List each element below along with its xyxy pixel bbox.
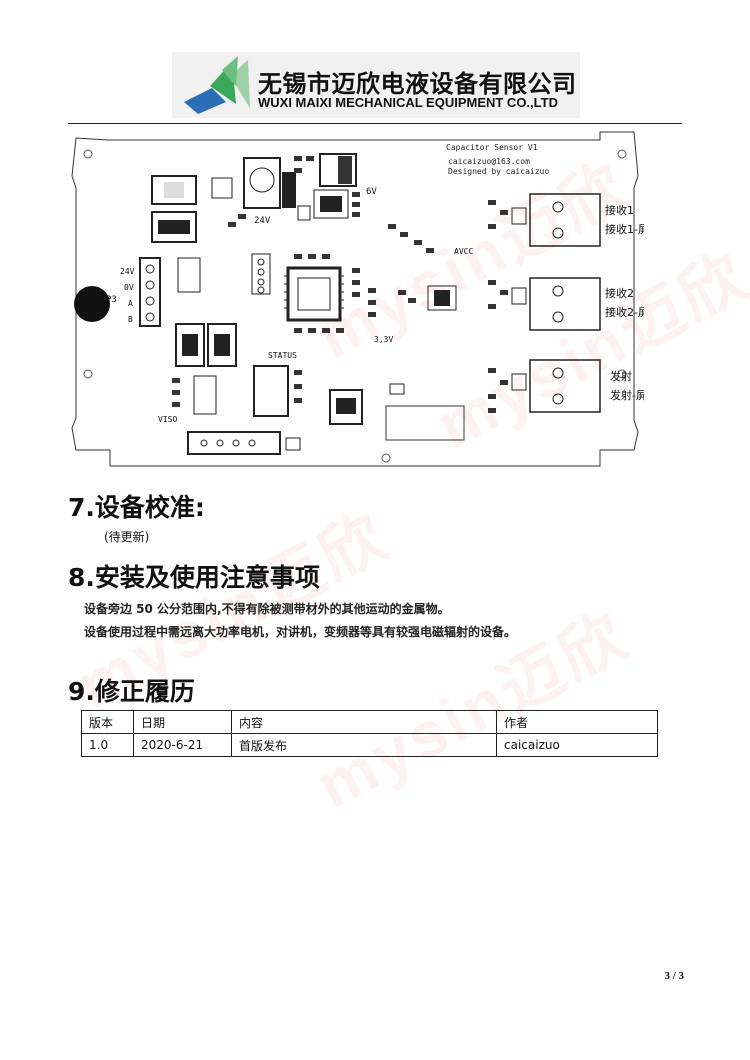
pcb-designer: Designed by caicaizuo — [448, 167, 549, 176]
terminal-label: B — [128, 315, 133, 324]
section-9-heading: 9.修正履历 — [68, 677, 195, 706]
pcb-title: Capacitor Sensor V1 — [446, 143, 538, 152]
header-divider — [68, 123, 682, 124]
table-row: 1.0 2020-6-21 首版发布 caicaizuo — [81, 733, 658, 757]
pcb-label-receive2: 接收2 — [605, 286, 634, 300]
section-7-heading: 7.设备校准: — [68, 493, 205, 522]
terminal-label: 0V — [124, 283, 134, 292]
company-name-cn: 无锡市迈欣电液设备有限公司 — [258, 70, 577, 98]
calibration-note: (待更新) — [104, 530, 150, 544]
company-logo-icon — [184, 56, 250, 114]
pcb-label-24v: 24V — [254, 216, 271, 226]
pcb-label-viso: VISO — [158, 415, 177, 424]
pcb-layout-diagram: P3 24V 6V 24V 0V A B — [71, 131, 644, 467]
pcb-label-avcc: AVCC — [454, 247, 473, 256]
column-header: 日期 — [133, 710, 232, 734]
company-name-en: WUXI MAIXI MECHANICAL EQUIPMENT CO.,LTD — [258, 95, 558, 110]
pcb-label-receive1-shield: 接收1-屏蔽 — [605, 222, 644, 236]
pcb-label-status: STATUS — [268, 351, 297, 360]
installation-line-1: 设备旁边 50 公分范围内,不得有除被测带材外的其他运动的金属物。 — [84, 602, 450, 616]
table-header-row: 版本 日期 内容 作者 — [81, 710, 658, 734]
cell-date: 2020-6-21 — [133, 733, 232, 757]
pcb-label-receive2-shield: 接收2-屏蔽 — [605, 305, 644, 319]
cell-author: caicaizuo — [496, 733, 658, 757]
page-number: 3 / 3 — [664, 970, 684, 982]
pcb-email: caicaizuo@163.com — [448, 157, 530, 166]
section-8-heading: 8.安装及使用注意事项 — [68, 563, 320, 592]
column-header: 内容 — [231, 710, 497, 734]
column-header: 作者 — [496, 710, 658, 734]
pcb-label-transmit: 发射 — [610, 369, 632, 383]
pcb-label-6v: 6V — [366, 187, 377, 197]
cell-version: 1.0 — [81, 733, 134, 757]
terminal-label: 24V — [120, 267, 135, 276]
revision-history-table: 版本 日期 内容 作者 1.0 2020-6-21 首版发布 caicaizuo — [81, 710, 658, 757]
terminal-label: A — [128, 299, 133, 308]
pcb-label-transmit-shield: 发射-屏蔽 — [610, 388, 644, 402]
cell-content: 首版发布 — [231, 733, 497, 757]
pcb-label-3v3: 3,3V — [374, 335, 393, 344]
installation-line-2: 设备使用过程中需远离大功率电机，对讲机，变频器等具有较强电磁辐射的设备。 — [84, 625, 517, 639]
column-header: 版本 — [81, 710, 134, 734]
letterhead: 无锡市迈欣电液设备有限公司 WUXI MAIXI MECHANICAL EQUI… — [172, 52, 580, 118]
watermark: mysin迈欣 — [305, 598, 641, 823]
pcb-label-receive1: 接收1 — [605, 203, 634, 217]
pcb-label-p3: P3 — [106, 295, 117, 305]
